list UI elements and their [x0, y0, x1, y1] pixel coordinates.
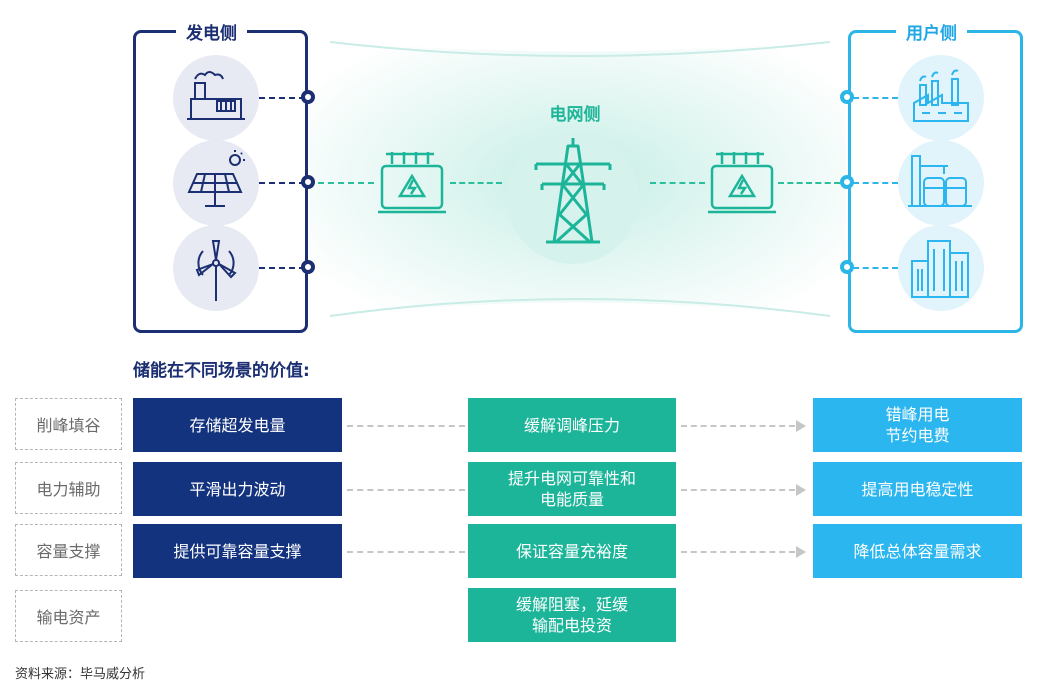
generation-node: [301, 90, 315, 104]
user-side-title: 用户侧: [896, 19, 967, 44]
arrow-right-icon: [796, 420, 806, 432]
row-connector: [681, 551, 795, 553]
transmission-tower-icon: [528, 134, 618, 254]
grid-connector: [778, 182, 840, 184]
user-node: [840, 90, 854, 104]
industrial-plant-icon: [898, 140, 984, 226]
user-connector: [853, 97, 898, 99]
user-value-box: 提高用电稳定性: [813, 462, 1022, 516]
generation-connector: [259, 97, 305, 99]
row-connector: [681, 425, 795, 427]
row-connector: [347, 425, 465, 427]
arrow-right-icon: [796, 546, 806, 558]
generation-value-box: 平滑出力波动: [133, 462, 342, 516]
grid-value-box: 提升电网可靠性和 电能质量: [468, 462, 676, 516]
category-label: 容量支撑: [15, 524, 122, 576]
grid-value-box: 缓解调峰压力: [468, 398, 676, 452]
factory-icon: [898, 55, 984, 141]
generation-value-box: 存储超发电量: [133, 398, 342, 452]
user-connector: [853, 182, 898, 184]
row-connector: [347, 551, 465, 553]
transformer-icon: [374, 148, 450, 222]
value-section-title: 储能在不同场景的价值:: [133, 361, 310, 381]
generation-side-title: 发电侧: [176, 19, 247, 44]
generation-node: [301, 175, 315, 189]
office-building-icon: [898, 225, 984, 311]
generation-connector: [259, 182, 305, 184]
solar-panel-icon: [173, 140, 259, 226]
thermal-power-plant-icon: [173, 55, 259, 141]
user-value-box: 降低总体容量需求: [813, 524, 1022, 578]
grid-connector: [650, 182, 705, 184]
source-note: 资料来源：毕马威分析: [15, 667, 146, 682]
row-connector: [347, 489, 465, 491]
user-value-box: 错峰用电 节约电费: [813, 398, 1022, 452]
user-connector: [853, 267, 898, 269]
row-connector: [681, 489, 795, 491]
wind-turbine-icon: [173, 225, 259, 311]
generation-connector: [259, 267, 305, 269]
user-node: [840, 175, 854, 189]
grid-side-title: 电网侧: [549, 105, 601, 125]
arrow-right-icon: [796, 484, 806, 496]
category-label: 削峰填谷: [15, 398, 122, 450]
generation-node: [301, 260, 315, 274]
generation-value-box: 提供可靠容量支撑: [133, 524, 342, 578]
grid-value-box: 保证容量充裕度: [468, 524, 676, 578]
grid-connector: [318, 182, 374, 184]
grid-connector: [450, 182, 502, 184]
category-label: 电力辅助: [15, 462, 122, 514]
transformer-icon: [704, 148, 780, 222]
grid-value-box: 缓解阻塞，延缓 输配电投资: [468, 588, 676, 642]
category-label: 输电资产: [15, 590, 122, 642]
user-node: [840, 260, 854, 274]
